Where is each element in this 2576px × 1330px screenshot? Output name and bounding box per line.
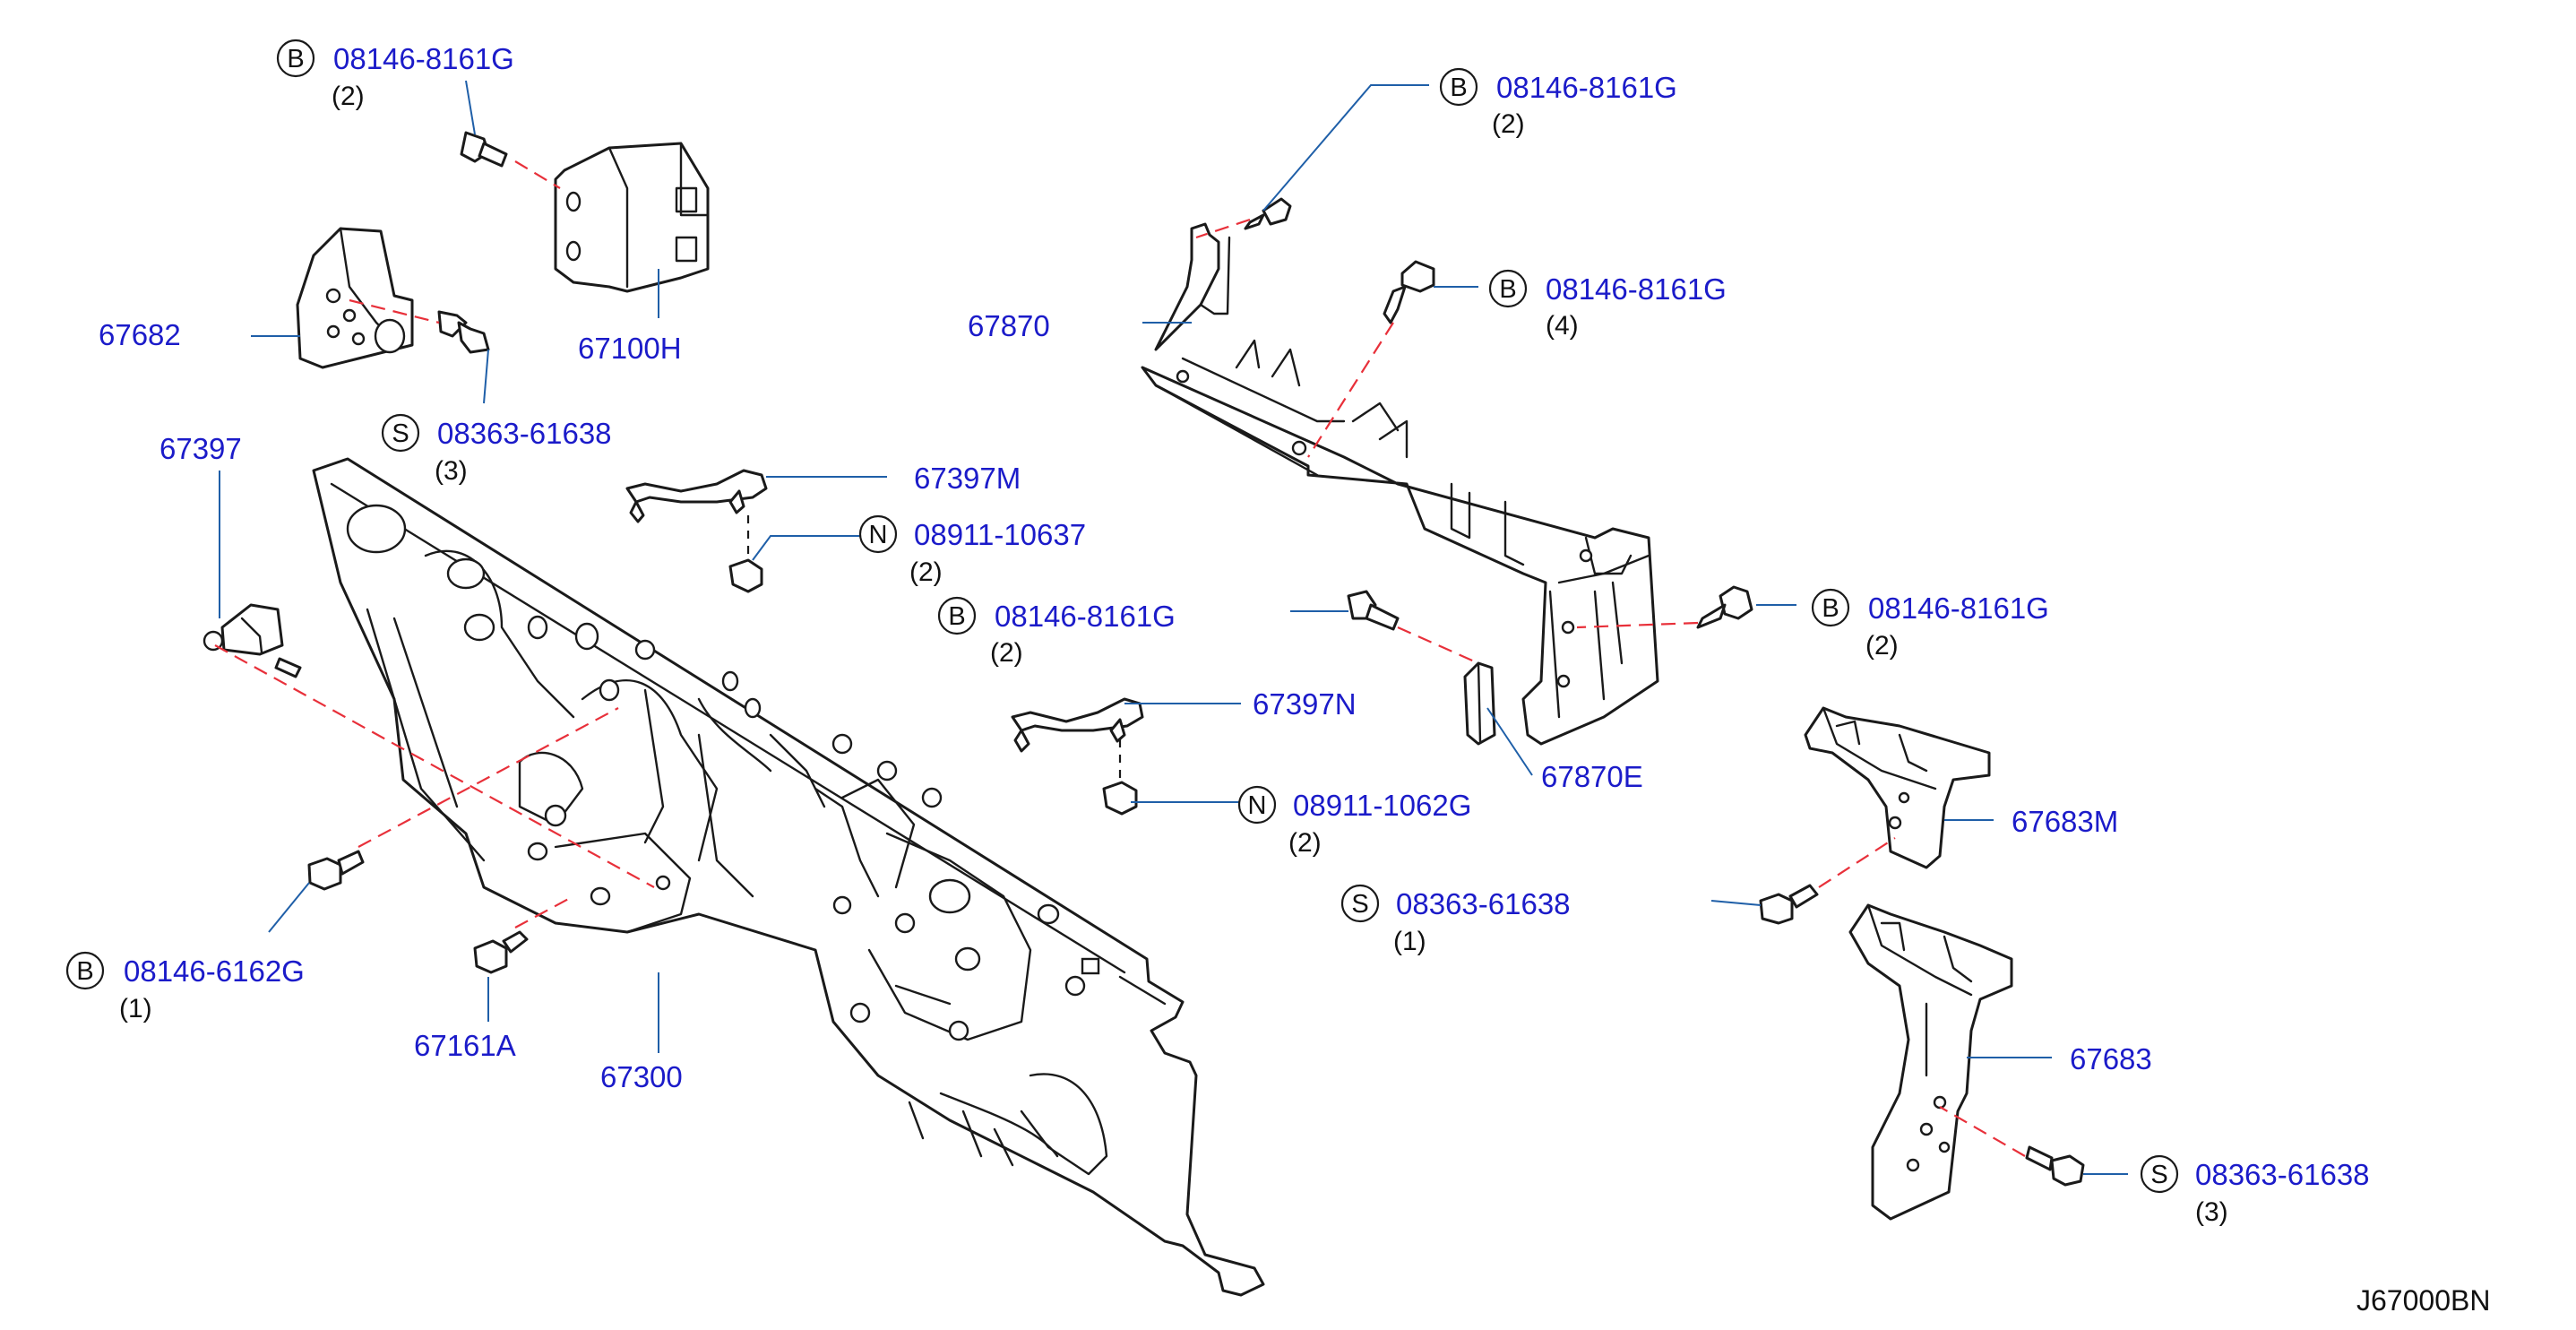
alignment-lines	[214, 160, 2026, 1157]
part-number[interactable]: 67682	[99, 318, 181, 351]
part-number[interactable]: 08363-61638	[437, 417, 612, 450]
part-number[interactable]: 67397M	[914, 462, 1021, 495]
quantity: (2)	[332, 82, 365, 111]
part-number[interactable]: 08146-8161G	[333, 42, 514, 75]
callout-c13[interactable]: 67300	[600, 1060, 683, 1093]
nut-08911-1062G[interactable]	[1102, 781, 1138, 816]
part-number[interactable]: 67397	[159, 432, 242, 465]
bracket-67397N[interactable]	[1011, 697, 1144, 753]
part-number[interactable]: 67161A	[414, 1029, 516, 1062]
symbol-letter: N	[1248, 791, 1267, 820]
bracket-67683M[interactable]	[1804, 706, 1991, 869]
bolt-08146-6162G[interactable]	[307, 850, 365, 891]
quantity: (2)	[990, 638, 1023, 668]
quantity: (1)	[1393, 927, 1426, 956]
nut-08911-10637[interactable]	[728, 558, 763, 593]
part-number[interactable]: 67683M	[2012, 805, 2118, 838]
part-number[interactable]: 08146-8161G	[995, 600, 1176, 633]
quantity: (2)	[909, 557, 943, 587]
part-number[interactable]: 08146-8161G	[1868, 592, 2049, 625]
bracket-67100H[interactable]	[554, 142, 710, 293]
screw-08363-61638-lower[interactable]	[2025, 1145, 2085, 1187]
callout-c3[interactable]: 67100H	[578, 332, 682, 365]
callout-c16[interactable]: B 08146-8161G (4)	[1488, 269, 1727, 341]
screw-08363-61638-mid[interactable]	[1759, 884, 1819, 925]
bolt-08146-8161G-mid[interactable]	[1347, 590, 1400, 631]
bracket-67397M[interactable]	[625, 469, 768, 523]
bolt-08146-8161G-right[interactable]	[1696, 585, 1753, 629]
part-number[interactable]: 08911-10637	[914, 518, 1086, 551]
symbol-letter: B	[948, 602, 965, 631]
symbol-letter: S	[1351, 890, 1368, 919]
bolt-08146-8161G-top[interactable]	[460, 131, 508, 168]
bracket-67870E[interactable]	[1463, 661, 1496, 746]
callout-c22[interactable]: S 08363-61638 (3)	[2140, 1154, 2370, 1227]
bracket-67683[interactable]	[1848, 903, 2013, 1221]
symbol-letter: B	[1450, 73, 1467, 102]
bolt-08146-8161G-upper[interactable]	[1244, 197, 1292, 230]
part-number[interactable]: 08363-61638	[1396, 887, 1571, 920]
part-number[interactable]: 67397N	[1253, 687, 1357, 721]
callout-c9[interactable]: 67397N	[1253, 687, 1357, 721]
callout-c15[interactable]: 67870	[968, 309, 1050, 342]
part-number[interactable]: 67683	[2070, 1042, 2152, 1075]
callout-c11[interactable]: B 08146-6162G (1)	[65, 951, 305, 1023]
symbol-letter: B	[1499, 275, 1516, 304]
leader-lines	[219, 80, 2128, 1175]
quantity: (3)	[435, 456, 468, 486]
callout-c19[interactable]: 67683M	[2012, 805, 2118, 838]
symbol-letter: S	[2150, 1161, 2167, 1189]
callout-c17[interactable]: B 08146-8161G (2)	[1811, 588, 2049, 661]
bracket-67682[interactable]	[296, 227, 414, 369]
callout-c12[interactable]: 67161A	[414, 1029, 516, 1062]
quantity: (3)	[2195, 1197, 2228, 1227]
bolt-08146-8161G-qty4[interactable]	[1383, 260, 1435, 324]
quantity: (2)	[1288, 828, 1322, 858]
callout-c6[interactable]: 67397M	[914, 462, 1021, 495]
part-number[interactable]: 67870	[968, 309, 1050, 342]
screw-08363-61638-top[interactable]	[437, 310, 490, 354]
part-number[interactable]: 08146-8161G	[1496, 71, 1677, 104]
symbol-letter: S	[392, 419, 409, 448]
callout-c4[interactable]: S 08363-61638 (3)	[381, 413, 612, 486]
callout-c8[interactable]: B 08146-8161G (2)	[937, 596, 1176, 668]
callout-c1[interactable]: B 08146-8161G (2)	[276, 39, 514, 111]
callout-c20[interactable]: S 08363-61638 (1)	[1340, 884, 1571, 956]
callout-c21[interactable]: 67683	[2070, 1042, 2152, 1075]
bolt-67161A[interactable]	[473, 930, 529, 974]
quantity: (2)	[1492, 109, 1525, 139]
diagram-code: J67000BN	[2356, 1284, 2490, 1317]
callout-c10[interactable]: N 08911-1062G (2)	[1237, 785, 1471, 858]
quantity: (4)	[1546, 311, 1579, 341]
symbol-letter: B	[76, 957, 93, 986]
quantity: (1)	[119, 994, 152, 1023]
part-number[interactable]: 08146-6162G	[124, 954, 305, 988]
steering-member-67870[interactable]	[1141, 222, 1659, 746]
symbol-letter: N	[869, 521, 888, 549]
part-number[interactable]: 08146-8161G	[1546, 272, 1727, 306]
callout-c14[interactable]: B 08146-8161G (2)	[1439, 67, 1677, 139]
symbol-letter: B	[287, 45, 304, 73]
callout-c18[interactable]: 67870E	[1541, 760, 1643, 793]
part-number[interactable]: 08911-1062G	[1293, 789, 1471, 822]
part-number[interactable]: 08363-61638	[2195, 1158, 2370, 1191]
quantity: (2)	[1865, 631, 1899, 661]
callout-c5[interactable]: 67397	[159, 432, 242, 465]
callout-c7[interactable]: N 08911-10637 (2)	[858, 514, 1086, 587]
callout-c2[interactable]: 67682	[99, 318, 181, 351]
symbol-letter: B	[1822, 594, 1839, 623]
part-number[interactable]: 67300	[600, 1060, 683, 1093]
dash-panel-67300[interactable]	[312, 457, 1265, 1297]
part-number[interactable]: 67100H	[578, 332, 682, 365]
part-number[interactable]: 67870E	[1541, 760, 1643, 793]
